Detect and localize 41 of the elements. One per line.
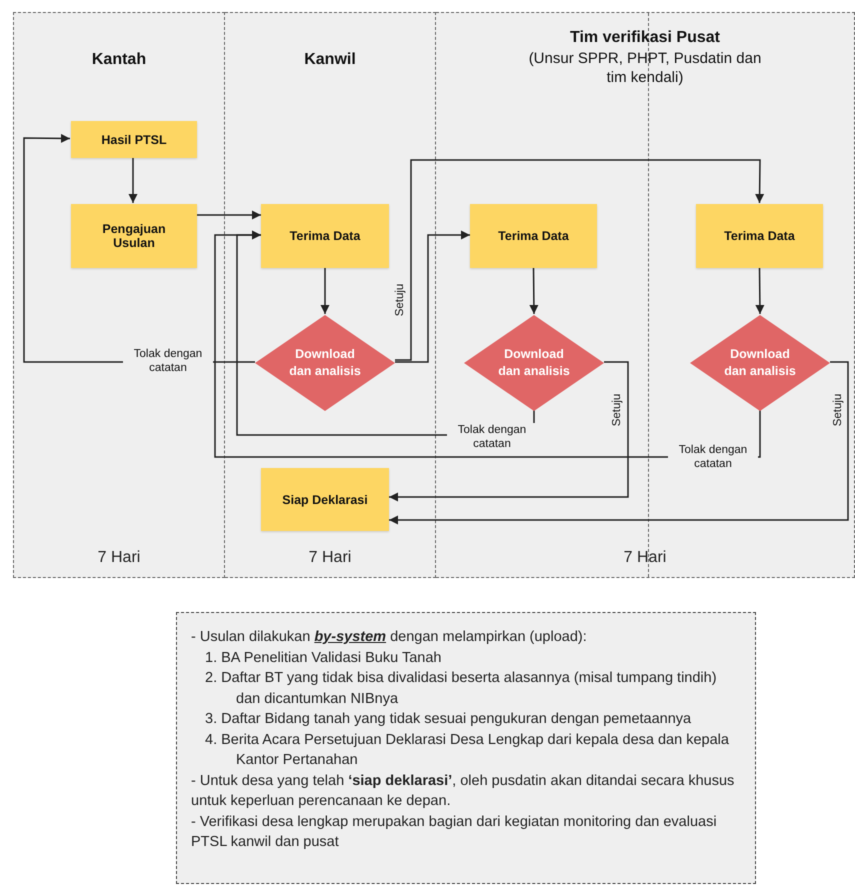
arrow [23, 134, 255, 363]
decision-diamond: Download dan analisis [255, 315, 395, 411]
edge-label: Setuju [393, 282, 407, 318]
lane-title: Kanwil [304, 51, 356, 69]
duration-label: 7 Hari [622, 549, 668, 567]
lane-title: Kantah [92, 51, 146, 69]
list-item: 4. Berita Acara Persetujuan Deklarasi Desa Lengkap dari kepala desa dan kepala Kantor Pertanahan [204, 730, 730, 770]
arrow [389, 361, 629, 502]
duration-label: 7 Hari [96, 549, 142, 567]
note-text: - Verifikasi desa lengkap merupakan bagian dari kegiatan monitoring dan evaluasi PTSL kanwil dan pusat [191, 812, 718, 852]
swimlane [436, 12, 855, 578]
process-box: Terima Data [696, 204, 823, 268]
arrow [755, 267, 764, 314]
edge-label: Setuju [610, 392, 624, 428]
note-text: - Usulan dilakukan by-system dengan melampirkan (upload): [191, 628, 588, 647]
swimlane [13, 12, 225, 578]
arrow [214, 230, 761, 458]
process-box: Hasil PTSL [71, 121, 197, 158]
decision-diamond: Download dan analisis [690, 315, 830, 411]
list-item: 1. BA Penelitian Validasi Buku Tanah [204, 648, 442, 668]
process-box: Siap Deklarasi [261, 468, 389, 531]
lane-title: Tim verifikasi Pusat [570, 29, 720, 47]
arrow [196, 210, 261, 220]
arrow [395, 159, 764, 361]
arrow [320, 267, 330, 314]
arrow [389, 361, 849, 524]
lane-subtitle: (Unsur SPPR, PHPT, Pusdatin dan tim kendali) [528, 49, 762, 87]
list-item: 3. Daftar Bidang tanah yang tidak sesuai pengukuran dengan pemetaannya [204, 710, 692, 729]
process-box: Terima Data [470, 204, 597, 268]
note-box [176, 612, 756, 884]
decision-diamond: Download dan analisis [464, 315, 604, 411]
arrow [395, 230, 470, 363]
list-item: 2. Daftar BT yang tidak bisa divalidasi beserta alasannya (misal tumpang tindih) dan dicantumkan NIBnya [204, 669, 718, 708]
arrow [529, 267, 538, 314]
process-box: Pengajuan Usulan [71, 204, 197, 268]
swimlane [225, 12, 436, 578]
duration-label: 7 Hari [308, 549, 352, 567]
note-text: - Untuk desa yang telah ‘siap deklarasi’, oleh pusdatin akan ditandai secara khusus untuk keperluan perencanaan ke depan. [191, 772, 736, 811]
edge-label: Setuju [831, 392, 845, 428]
process-box: Terima Data [261, 204, 389, 268]
arrow [128, 157, 138, 203]
